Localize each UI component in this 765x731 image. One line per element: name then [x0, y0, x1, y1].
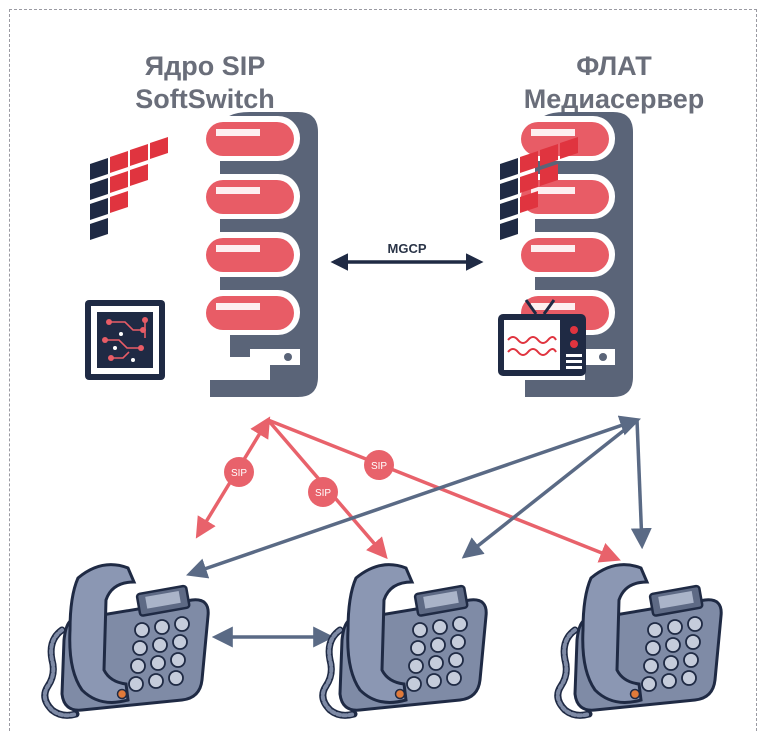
sip-links: [195, 416, 621, 563]
right-server-title-line1: ФЛАТ: [576, 51, 652, 81]
svg-text:SIP: SIP: [371, 461, 387, 472]
sip-badge-1: SIP: [224, 457, 254, 487]
phone-1-icon: [45, 565, 208, 716]
softswitch-logo-icon: [90, 137, 168, 240]
svg-text:SIP: SIP: [315, 488, 331, 499]
diagram-frame: [9, 9, 757, 731]
left-server-title-line1: Ядро SIP: [145, 51, 266, 81]
sip-badge-2: SIP: [308, 477, 338, 507]
left-server-title-line2: SoftSwitch: [135, 84, 275, 114]
chip-icon: [85, 300, 165, 380]
sip-badge-3: SIP: [364, 450, 394, 480]
media-link-phone-3: [630, 419, 652, 550]
media-link-phone-1: [186, 415, 641, 579]
mgcp-label: MGCP: [388, 241, 427, 256]
mgcp-link: MGCP: [330, 241, 484, 271]
media-link-phone-2: [461, 418, 639, 559]
media-links: [186, 415, 652, 648]
phone-3-icon: [558, 565, 721, 716]
svg-text:SIP: SIP: [231, 468, 247, 479]
right-server-title-line2: Медиасервер: [524, 84, 705, 114]
softswitch-server-icon: [198, 112, 318, 397]
phone-2-icon: [323, 565, 486, 716]
tv-monitor-icon: [498, 299, 586, 376]
